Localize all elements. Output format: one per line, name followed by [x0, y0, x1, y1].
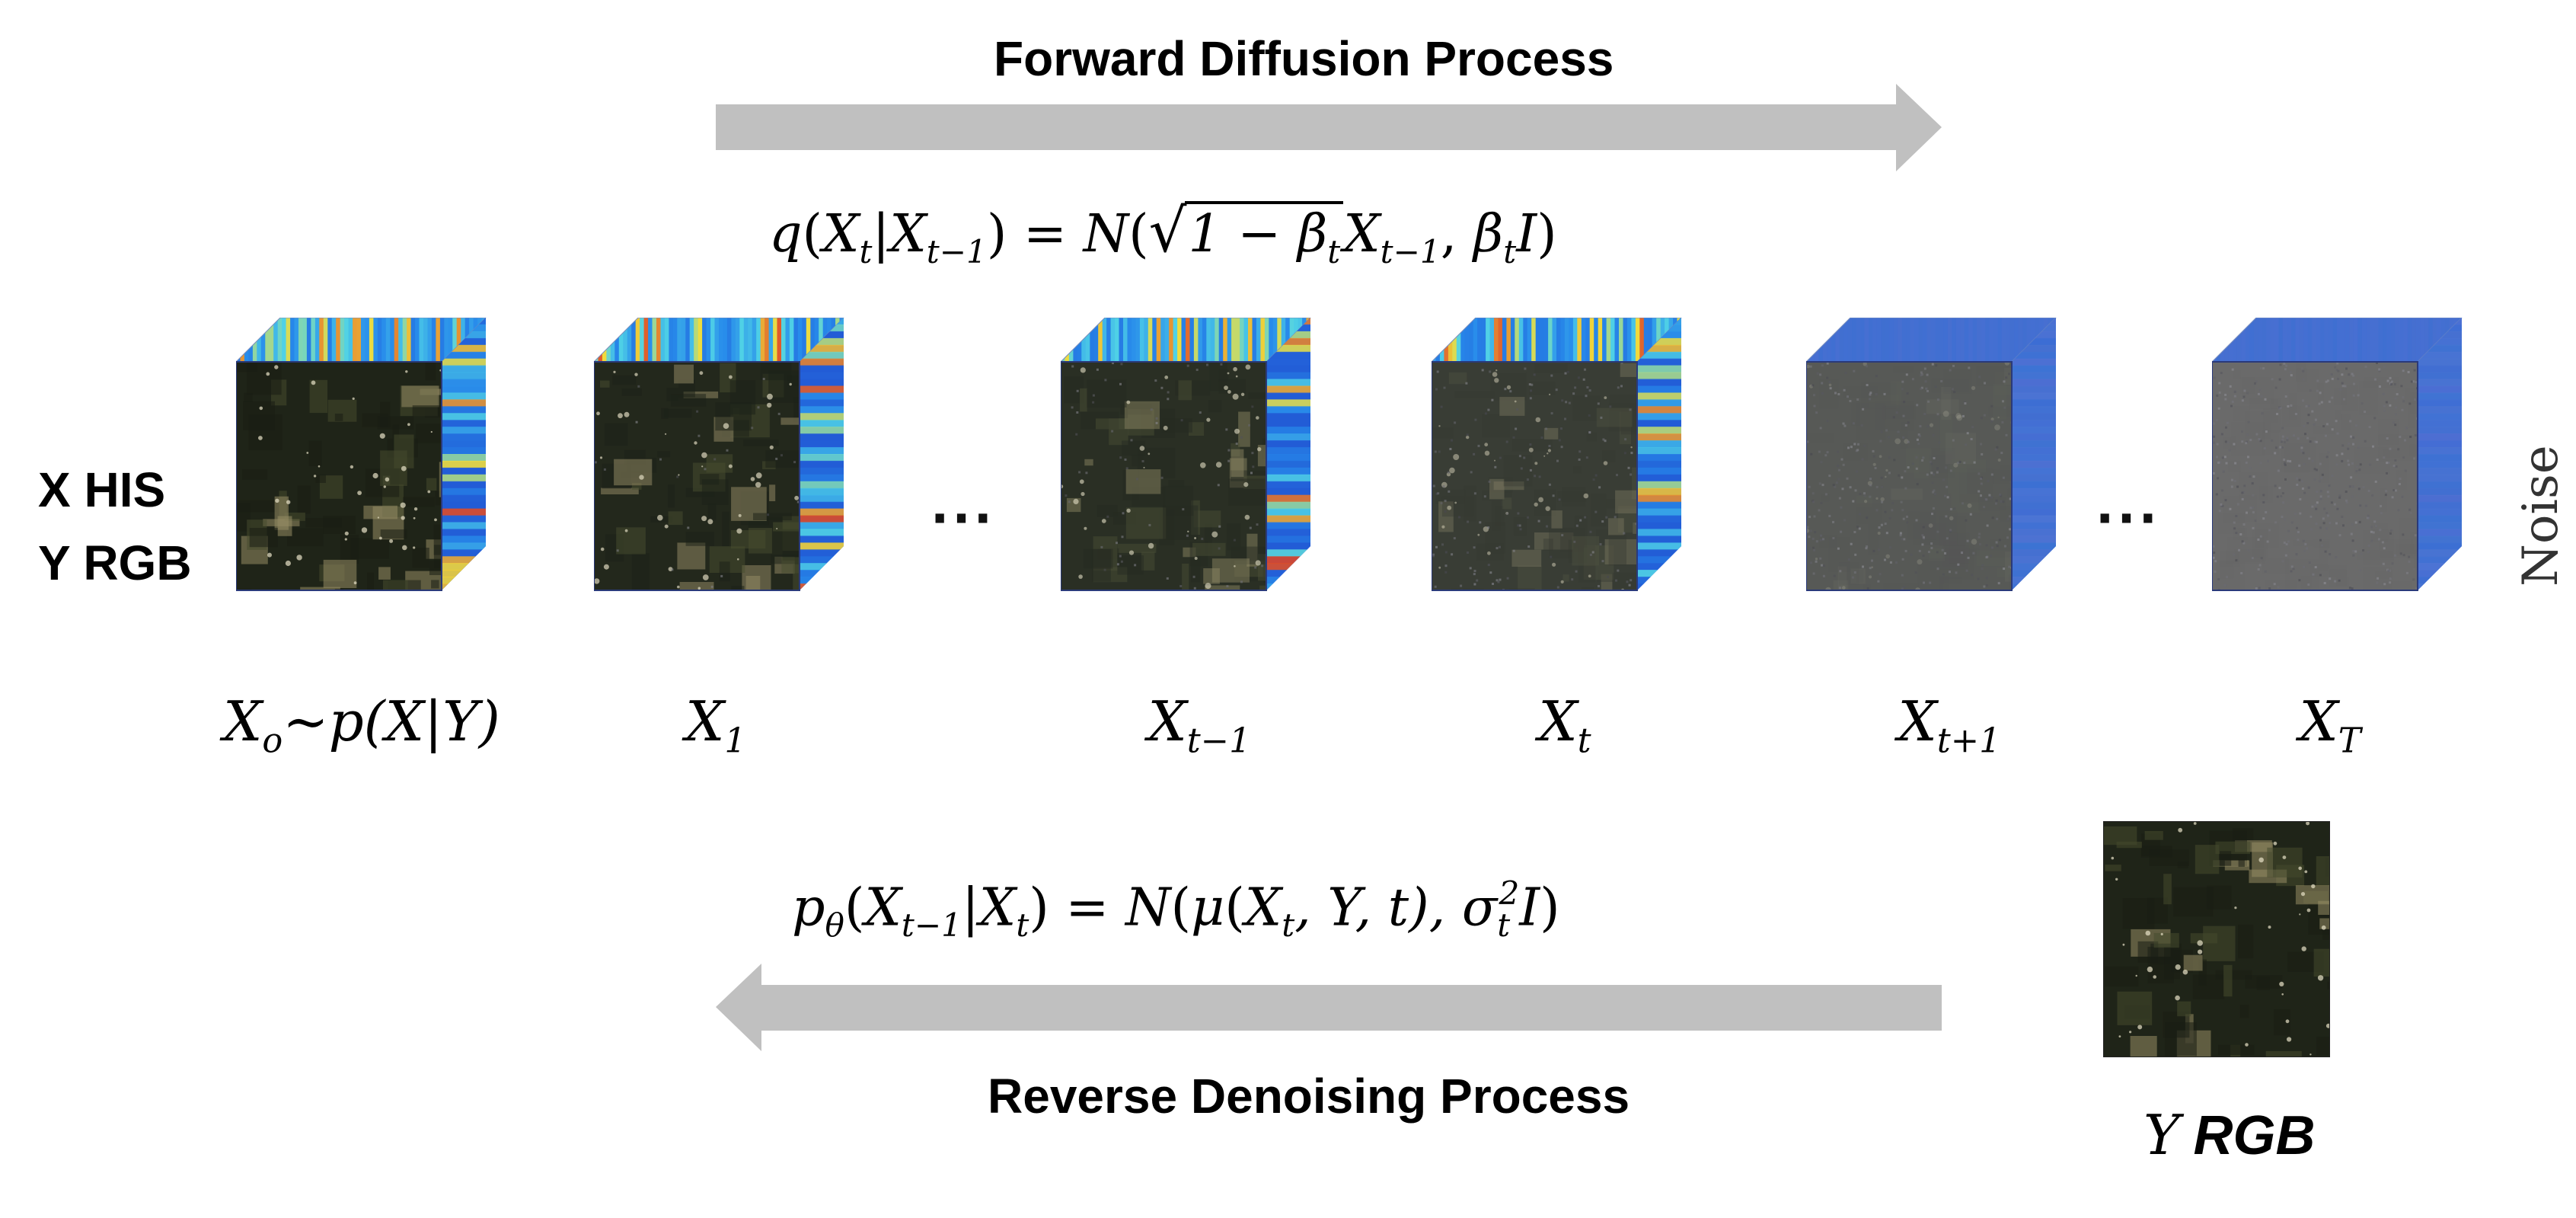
cube-front-face: [1432, 361, 1638, 591]
cube-front-face: [1061, 361, 1267, 591]
y-rgb-label: Y RGB: [2143, 1103, 2316, 1167]
ellipsis-left: ···: [930, 491, 995, 548]
cube-side-face: [2012, 318, 2056, 590]
label-xt+1: Xt+1: [1898, 689, 2001, 761]
hsi-cube-2: [594, 318, 847, 593]
legend-rgb: Y RGB: [38, 535, 192, 590]
cube-front-face: [594, 361, 800, 591]
legend: X HIS Y RGB: [38, 453, 192, 599]
rgb-condition-image: [2103, 821, 2330, 1057]
reverse-arrow: [716, 964, 1942, 1051]
cube-front-face: [1806, 361, 2013, 591]
hsi-cube-3: [1061, 318, 1314, 593]
cube-side-face: [1266, 318, 1310, 590]
label-x0: Xo∼p(X|Y): [223, 689, 500, 761]
noise-label: Noise: [2513, 445, 2569, 587]
cube-side-face: [442, 318, 486, 590]
reverse-equation: pθ(Xt−1|Xt) = N(μ(Xt, Y, t), σt2I): [792, 874, 1560, 945]
label-xt-1: Xt−1: [1148, 689, 1251, 761]
hsi-cube-1: [236, 318, 489, 593]
cube-front-face: [236, 361, 442, 591]
ellipsis-right: ···: [2096, 491, 2160, 548]
forward-equation: q(Xt|Xt−1) = N(√1 − βtXt−1, βtI): [769, 197, 1557, 270]
cube-front-face: [2212, 361, 2418, 591]
cube-side-face: [2418, 318, 2462, 590]
cube-side-face: [800, 318, 844, 590]
cube-top-face: [236, 318, 487, 363]
label-x1: X1: [685, 689, 746, 761]
forward-process-title: Forward Diffusion Process: [994, 31, 1614, 86]
legend-his: X HIS: [38, 462, 166, 517]
cube-side-face: [1637, 318, 1681, 590]
hsi-cube-5: [1806, 318, 2059, 593]
hsi-cube-4: [1432, 318, 1684, 593]
forward-arrow: [716, 84, 1942, 171]
label-xt: Xt: [1538, 689, 1591, 761]
label-xT: XT: [2299, 689, 2361, 761]
hsi-cube-6: [2212, 318, 2465, 593]
reverse-process-title: Reverse Denoising Process: [988, 1069, 1630, 1124]
